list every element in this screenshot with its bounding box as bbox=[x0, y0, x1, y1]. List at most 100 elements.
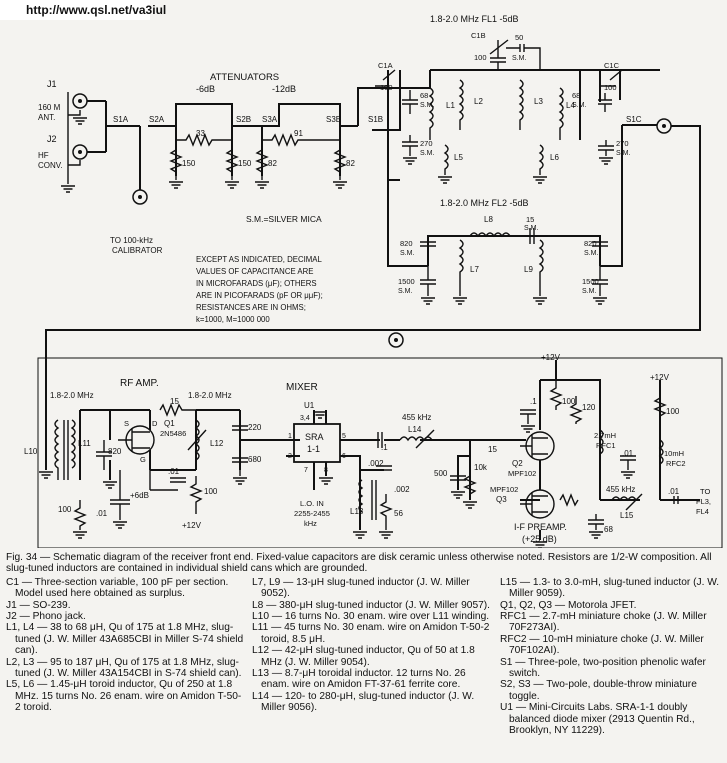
switch-s2a[interactable]: S2A bbox=[149, 115, 165, 124]
c680-label: 680 bbox=[248, 455, 262, 464]
part-entry: L7, L9 — 13-μH slug-tuned inductor (J. W… bbox=[252, 576, 470, 600]
c1-mixer-label: .1 bbox=[381, 443, 388, 452]
part-entry: J2 — Phono jack. bbox=[6, 611, 86, 623]
l3-label: L3 bbox=[534, 97, 543, 106]
fl1-components bbox=[375, 39, 623, 175]
l12-label: L12 bbox=[210, 439, 224, 448]
l7-label: L7 bbox=[470, 265, 479, 274]
calibrator-jack-icon[interactable] bbox=[132, 189, 148, 205]
l11-label: L11 bbox=[78, 439, 91, 448]
part-entry: L14 — 120- to 280-μH, slug-tuned inducto… bbox=[252, 690, 475, 714]
r150b-label: 150 bbox=[238, 159, 252, 168]
sra-label-1: SRA bbox=[305, 432, 324, 442]
l4-label: L4 bbox=[566, 101, 575, 110]
part-entry: U1 — Mini-Circuits Labs. SRA-1-1 doubly … bbox=[500, 702, 695, 737]
c100c-label: 100 bbox=[604, 83, 617, 92]
pin7-label: 7 bbox=[304, 467, 308, 474]
q3-part: MPF102 bbox=[490, 485, 518, 494]
svg-text:IN MICROFARADS (μF); OTHERS: IN MICROFARADS (μF); OTHERS bbox=[196, 279, 317, 288]
c01c-label: .01 bbox=[622, 449, 634, 458]
c220-label: 220 bbox=[248, 423, 262, 432]
c820b-label: 820 bbox=[584, 239, 597, 248]
s1c-output-jack-icon[interactable] bbox=[656, 118, 672, 134]
part-entry: J1 — SO-239. bbox=[6, 599, 71, 611]
u1-label: U1 bbox=[304, 401, 315, 410]
c68a-label: 68 bbox=[420, 91, 428, 100]
l9-label: L9 bbox=[524, 265, 533, 274]
j2-desc-2: CONV. bbox=[38, 161, 63, 170]
fl2-title: 1.8-2.0 MHz FL2 -5dB bbox=[440, 198, 529, 208]
c01b-label: .01 bbox=[168, 467, 180, 476]
part-entry: L10 — 16 turns No. 30 enam. wire over L1… bbox=[252, 611, 490, 623]
bottom-frame bbox=[37, 357, 723, 548]
j1-jack-icon[interactable] bbox=[72, 93, 88, 109]
pin2-label: 2 bbox=[288, 453, 292, 460]
lo-in-2: 2255-2455 bbox=[294, 509, 330, 518]
c100a-label: 100 bbox=[380, 83, 393, 92]
r15a-label: 15 bbox=[170, 397, 179, 406]
fl2-components bbox=[420, 228, 608, 296]
l13-label: L13 bbox=[350, 507, 364, 516]
fl1-title: 1.8-2.0 MHz FL1 -5dB bbox=[430, 14, 519, 24]
switch-s3b[interactable]: S3B bbox=[326, 115, 341, 124]
j2-jack-icon[interactable] bbox=[72, 144, 88, 160]
jack-grounds bbox=[67, 92, 81, 184]
q2-part: MPF102 bbox=[508, 469, 536, 478]
lo-in-1: L.O. IN bbox=[300, 499, 324, 508]
rfc2-value: 10mH bbox=[664, 449, 684, 458]
rf-amp-freq-out: 1.8-2.0 MHz bbox=[188, 391, 232, 400]
l1-label: L1 bbox=[446, 101, 455, 110]
r100c-label: 100 bbox=[666, 407, 680, 416]
rf-amp-title: RF AMP. bbox=[120, 378, 159, 389]
rf-amp-input-jack-icon[interactable] bbox=[388, 332, 404, 348]
parts-column-2: L7, L9 — 13-μH slug-tuned inductor (J. W… bbox=[252, 577, 492, 737]
part-entry: L11 — 45 turns No. 30 enam. wire on Amid… bbox=[252, 622, 490, 645]
mixer-title: MIXER bbox=[286, 382, 318, 393]
schematic-diagram: J1 160 M ANT. J2 HF CONV. TO 100-kHz CAL… bbox=[24, 14, 723, 548]
c820b-sm: S.M. bbox=[584, 250, 598, 257]
c1b-label: C1B bbox=[471, 31, 486, 40]
switch-s1b[interactable]: S1B bbox=[368, 115, 383, 124]
c01a-label: .01 bbox=[96, 509, 108, 518]
r100a-label: 100 bbox=[204, 487, 218, 496]
part-entry: L8 — 380-μH slug-tuned inductor (J. W. M… bbox=[252, 599, 491, 611]
if-preamp-title: I-F PREAMP. bbox=[514, 522, 567, 532]
r82b-label: 82 bbox=[346, 159, 355, 168]
c270a-sm: S.M. bbox=[420, 150, 434, 157]
lo-in-3: kHz bbox=[304, 519, 317, 528]
switch-s1c[interactable]: S1C bbox=[626, 115, 642, 124]
part-entry: L12 — 42-μH slug-tuned inductor, Qu of 5… bbox=[252, 645, 475, 668]
part-entry: S1 — Three-pole, two-position phenolic w… bbox=[500, 656, 706, 680]
switch-s2b[interactable]: S2B bbox=[236, 115, 251, 124]
parts-list: C1 — Three-section variable, 100 pF per … bbox=[6, 577, 722, 737]
q3-label: Q3 bbox=[496, 495, 507, 504]
j2-label: J2 bbox=[47, 134, 57, 144]
c68-label: 68 bbox=[604, 525, 613, 534]
part-entry: S2, S3 — Two-pole, double-throw miniatur… bbox=[500, 679, 697, 702]
c820a-label: 820 bbox=[400, 239, 413, 248]
site-url[interactable]: http://www.qsl.net/va3iul bbox=[0, 0, 166, 20]
c50-sm: S.M. bbox=[512, 55, 526, 62]
attenuator-pad2-label: -12dB bbox=[272, 84, 296, 94]
switch-s1a[interactable]: S1A bbox=[113, 115, 129, 124]
q1-part: 2N5486 bbox=[160, 429, 186, 438]
c820-label: 820 bbox=[108, 447, 122, 456]
c100b-label: 100 bbox=[474, 53, 487, 62]
c1500a-label: 1500 bbox=[398, 277, 415, 286]
part-entry: Q1, Q2, Q3 — Motorola JFET. bbox=[500, 599, 637, 611]
c01d-label: .01 bbox=[668, 487, 680, 496]
c15-sm: S.M. bbox=[524, 225, 538, 232]
switch-s3a[interactable]: S3A bbox=[262, 115, 278, 124]
j1-label: J1 bbox=[47, 79, 57, 89]
attenuator-resistors bbox=[169, 133, 347, 180]
c50-label: 50 bbox=[515, 33, 523, 42]
c1500b-sm: S.M. bbox=[582, 288, 596, 295]
c1500b-label: 1500 bbox=[582, 277, 599, 286]
rfc1-value: 2.7mH bbox=[594, 431, 616, 440]
c270b-label: 270 bbox=[616, 139, 629, 148]
mixer-wiring bbox=[313, 410, 500, 530]
mixer-components bbox=[358, 429, 477, 530]
pin5-label: 5 bbox=[342, 433, 346, 440]
to-label-1: TO bbox=[700, 487, 710, 496]
c1a-label: C1A bbox=[378, 61, 393, 70]
